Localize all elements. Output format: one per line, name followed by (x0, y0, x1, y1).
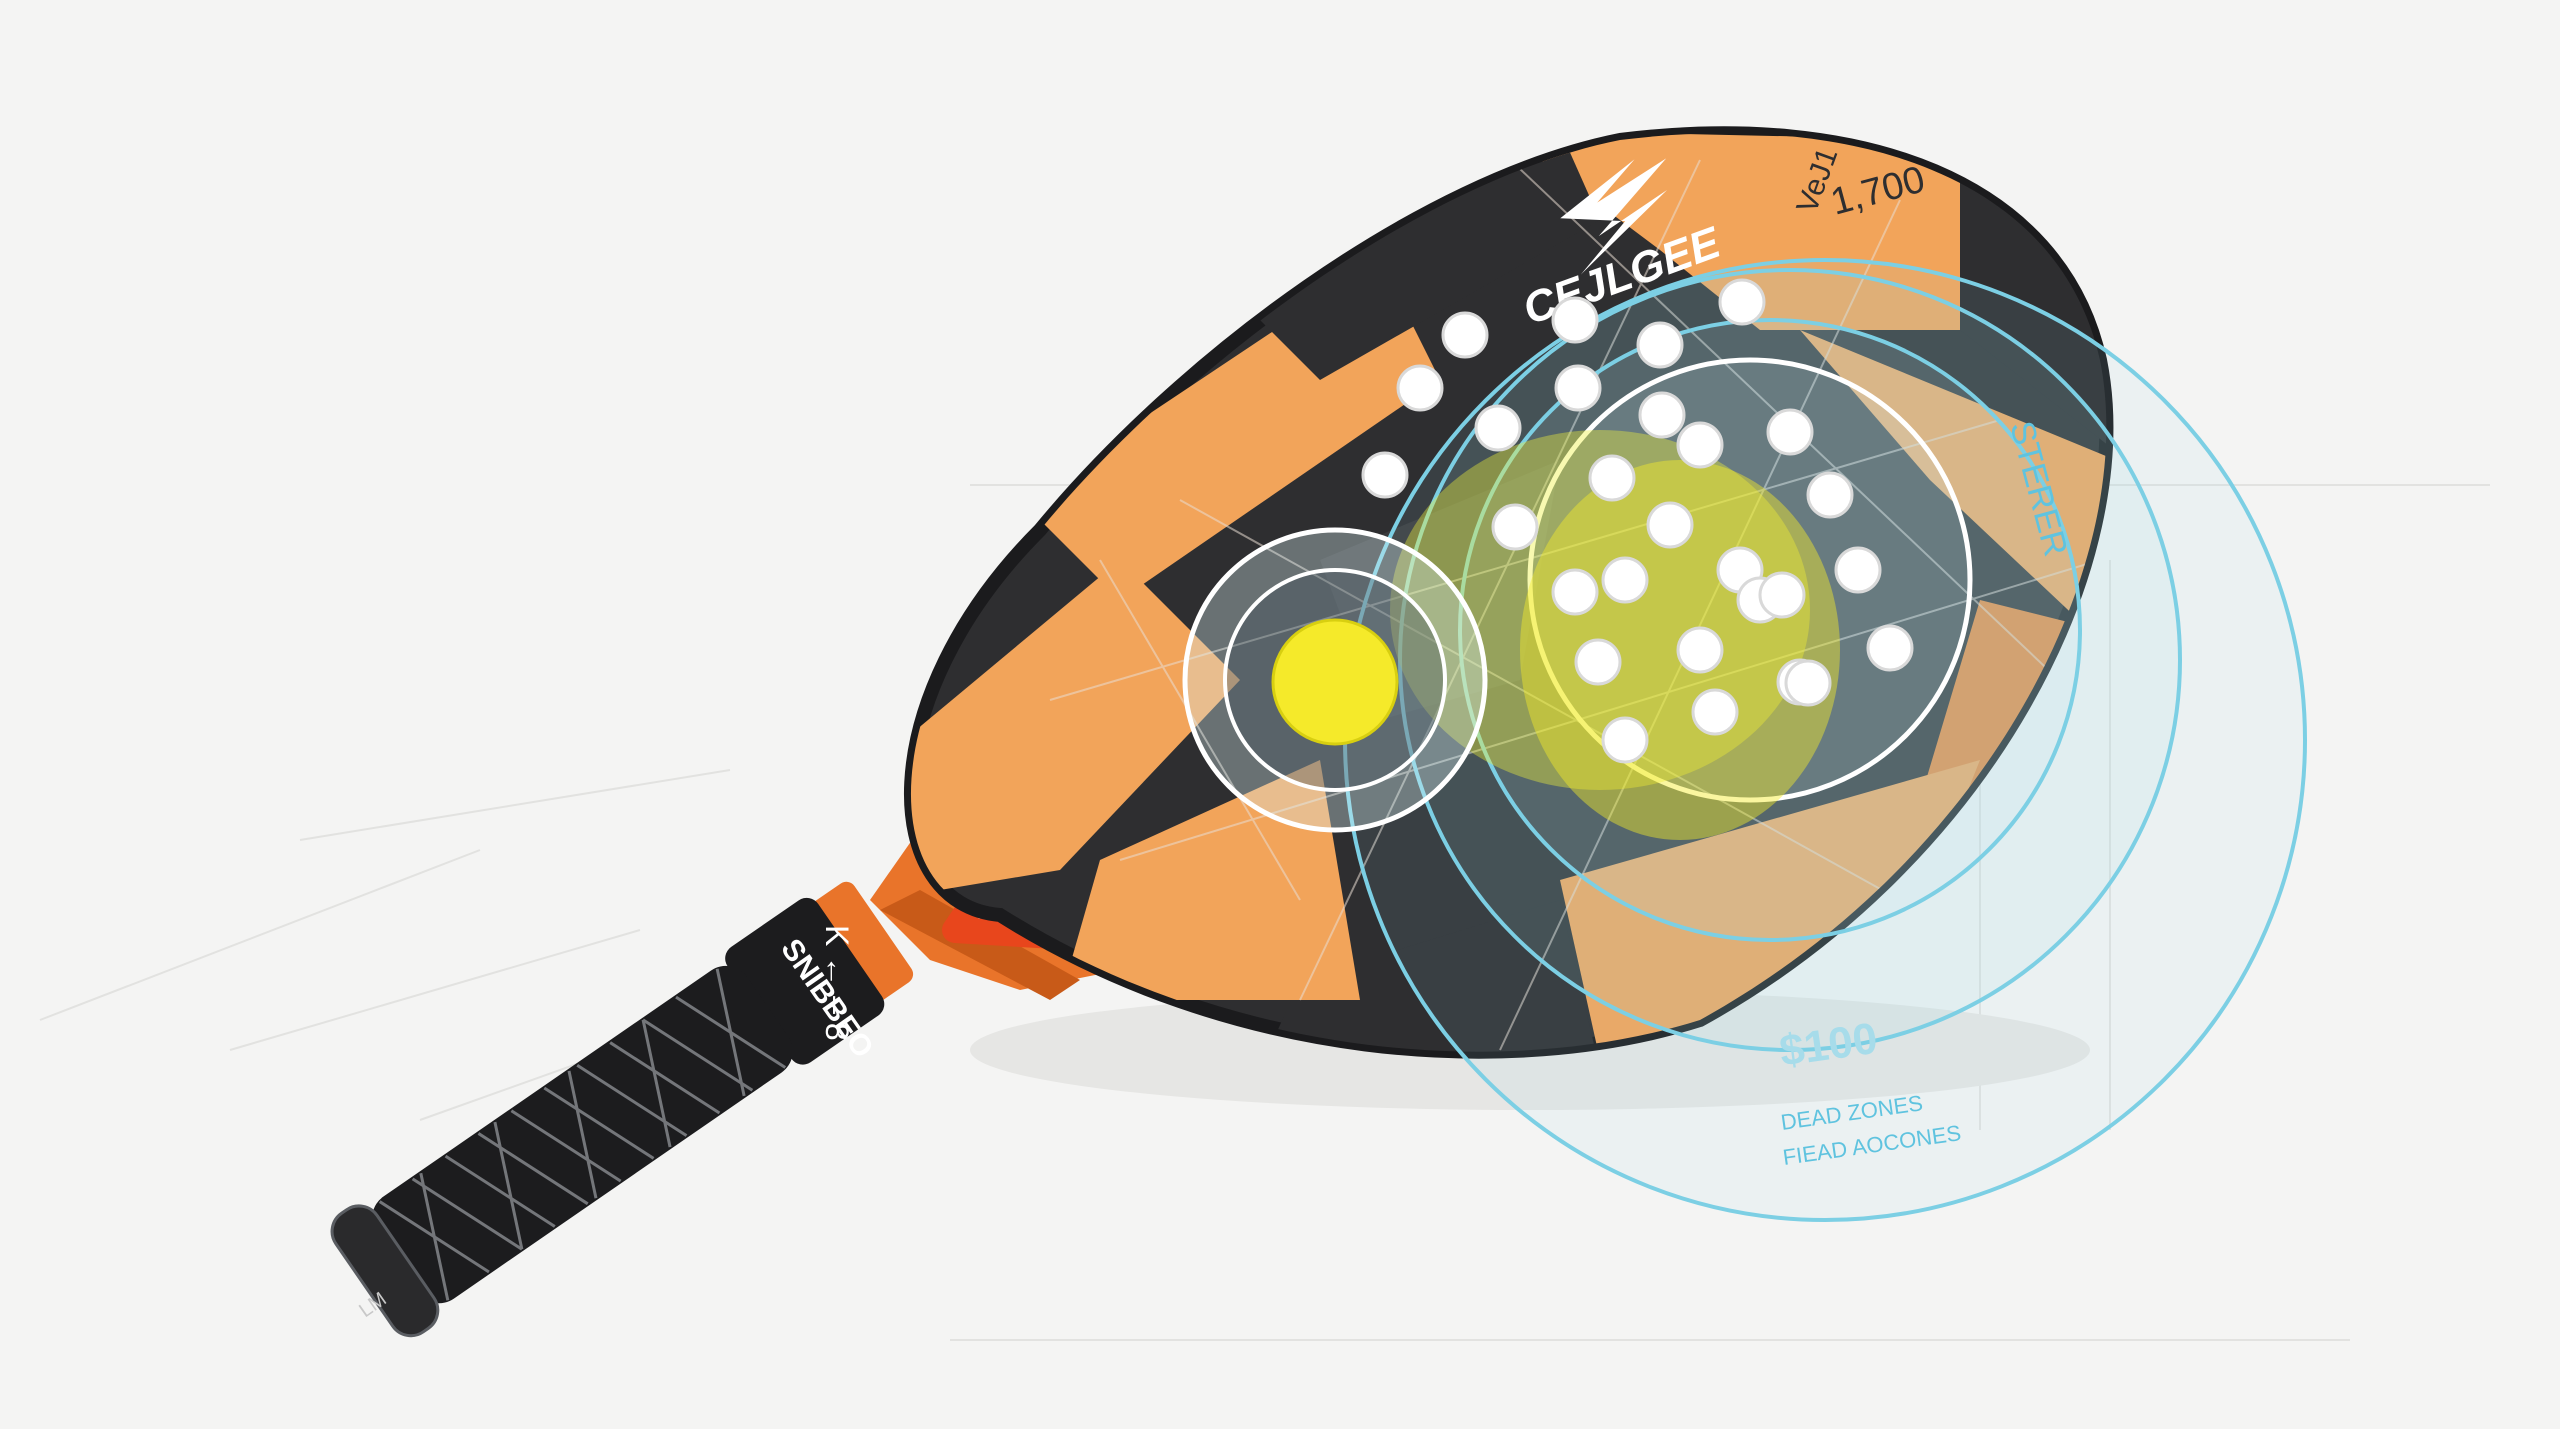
grip-band (725, 897, 885, 1065)
face-hole (1551, 296, 1599, 344)
grip-butt-cap (330, 1204, 440, 1338)
paddle-grip (330, 881, 914, 1338)
face-hole (1441, 311, 1489, 359)
face-hole (1574, 638, 1622, 686)
face-hole (1691, 688, 1739, 736)
face-hole (1638, 391, 1686, 439)
face-hole (1601, 556, 1649, 604)
face-hole (1491, 503, 1539, 551)
face-hole (1784, 659, 1832, 707)
face-hole (1866, 624, 1914, 672)
face-hole (1601, 716, 1649, 764)
face-hole (1636, 321, 1684, 369)
face-hole (1396, 364, 1444, 412)
face-hole (1758, 571, 1806, 619)
face-hole (1474, 404, 1522, 452)
sweet-spot-ball-icon (1271, 618, 1399, 746)
face-hole (1588, 454, 1636, 502)
face-hole (1676, 626, 1724, 674)
face-hole (1646, 501, 1694, 549)
face-hole (1551, 568, 1599, 616)
face-hole (1766, 408, 1814, 456)
face-hole (1834, 546, 1882, 594)
face-hole (1554, 364, 1602, 412)
face-holes (1361, 278, 1914, 764)
grip-code-text: K ← – 8 (819, 925, 855, 1041)
face-hole (1676, 421, 1724, 469)
chevron-logo-icon (1560, 158, 1668, 275)
face-hole (1806, 471, 1854, 519)
face-hole (1718, 278, 1766, 326)
face-hole (1361, 451, 1409, 499)
